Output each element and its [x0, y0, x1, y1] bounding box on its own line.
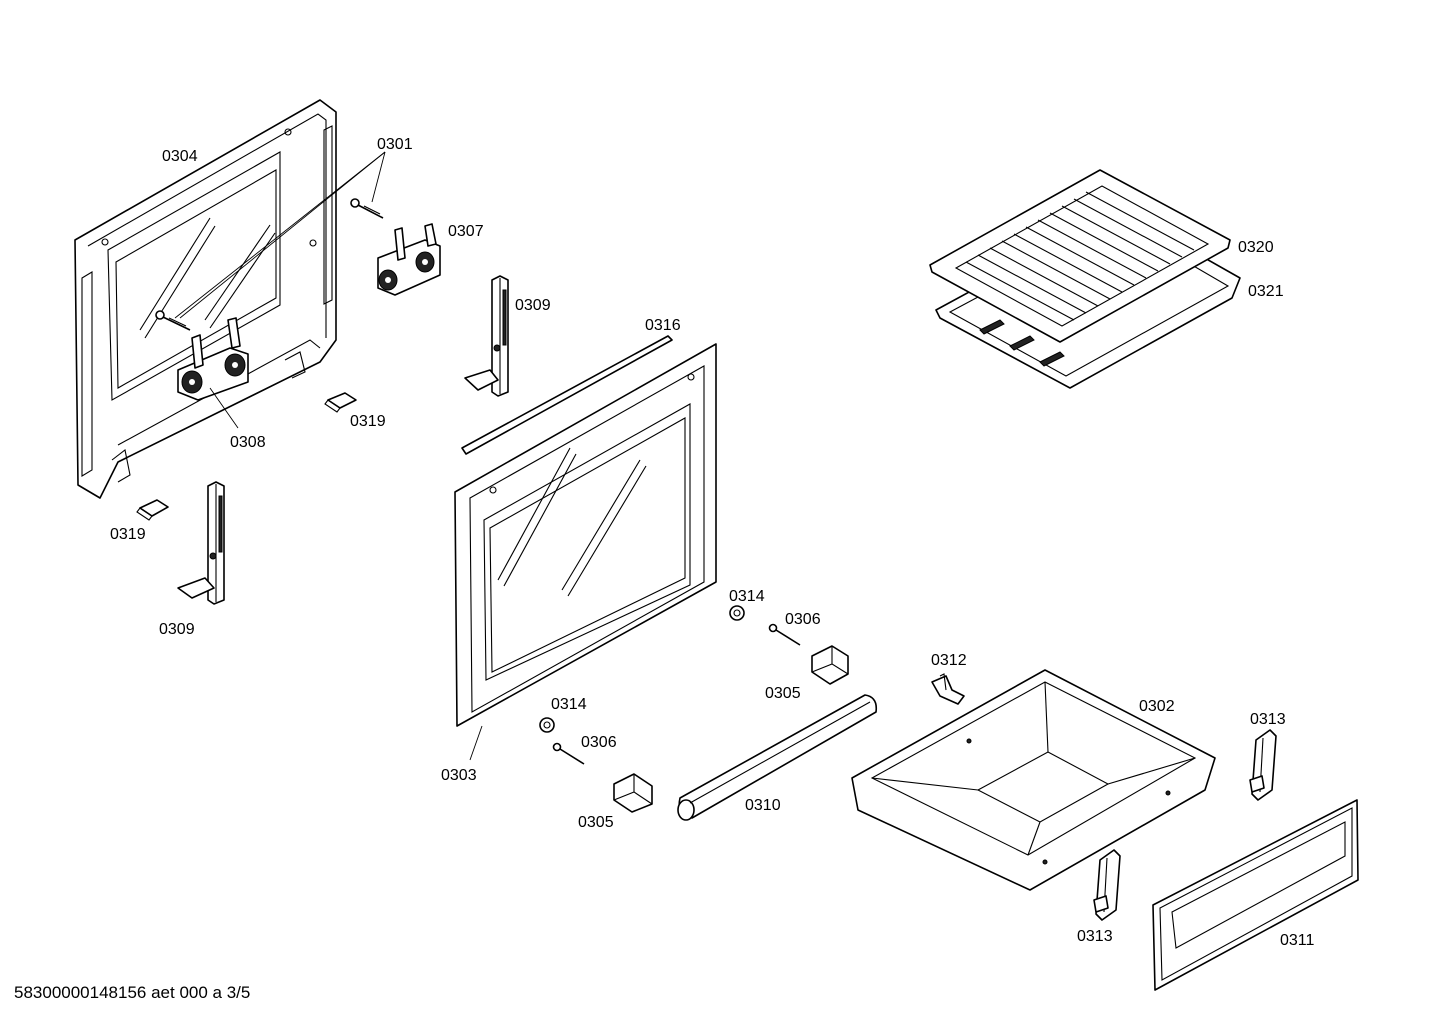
label-0312: 0312 — [931, 652, 967, 669]
label-0305-lower: 0305 — [578, 814, 614, 831]
part-0306-bolt-upper — [768, 623, 801, 646]
part-labels: 0304 0301 0307 0309 0316 0308 0319 0319 … — [110, 136, 1315, 949]
part-0319-clip-lower — [136, 499, 169, 521]
part-0312-bracket — [931, 673, 965, 705]
label-0321: 0321 — [1248, 283, 1284, 300]
part-0311-drawer-front-panel — [1152, 799, 1359, 991]
label-0311: 0311 — [1280, 932, 1315, 949]
part-0308-hinge-bracket — [177, 317, 249, 401]
part-0301-screw-lower — [155, 310, 191, 331]
label-0305-upper: 0305 — [765, 685, 801, 702]
label-0302: 0302 — [1139, 698, 1175, 715]
part-0314-cap-lower — [539, 717, 555, 733]
leader-lines — [174, 151, 483, 761]
part-0307-hinge-bracket — [377, 223, 441, 296]
part-0302-storage-drawer — [851, 669, 1216, 891]
part-0319-clip-upper — [324, 392, 357, 413]
part-0313-runner-upper — [1249, 729, 1277, 801]
label-0306-upper: 0306 — [785, 611, 821, 628]
label-0319-lower: 0319 — [110, 526, 146, 543]
label-0301: 0301 — [377, 136, 413, 153]
label-0310: 0310 — [745, 797, 781, 814]
label-0314-upper: 0314 — [729, 588, 765, 605]
part-0305-end-cap-lower — [613, 773, 653, 813]
label-0306-lower: 0306 — [581, 734, 617, 751]
label-0307: 0307 — [448, 223, 484, 240]
part-0310-door-handle-bar — [677, 694, 878, 821]
part-0313-runner-lower — [1093, 849, 1121, 921]
part-0301-screw-upper — [350, 198, 384, 219]
rack-wires — [965, 191, 1195, 321]
part-0314-cap-upper — [729, 605, 745, 621]
label-0303: 0303 — [441, 767, 477, 784]
label-0309-upper: 0309 — [515, 297, 551, 314]
part-0320-oven-rack — [929, 169, 1231, 343]
part-0316-door-seal-strip — [461, 335, 673, 455]
label-0309-lower: 0309 — [159, 621, 195, 638]
part-0304-inner-door-frame — [74, 99, 337, 499]
label-0313-upper: 0313 — [1250, 711, 1286, 728]
part-0309-hinge-upper — [464, 275, 509, 397]
label-0316: 0316 — [645, 317, 681, 334]
part-0303-outer-door-glass — [454, 343, 717, 727]
label-0320: 0320 — [1238, 239, 1274, 256]
label-0314-lower: 0314 — [551, 696, 587, 713]
drawing-id-footer: 58300000148156 aet 000 a 3/5 — [14, 983, 250, 1002]
label-0304: 0304 — [162, 148, 198, 165]
part-0305-end-cap-upper — [811, 645, 849, 685]
part-0309-hinge-lower — [177, 481, 225, 605]
label-0319-upper: 0319 — [350, 413, 386, 430]
label-0308: 0308 — [230, 434, 266, 451]
part-0306-bolt-lower — [552, 742, 585, 765]
label-0313-lower: 0313 — [1077, 928, 1113, 945]
